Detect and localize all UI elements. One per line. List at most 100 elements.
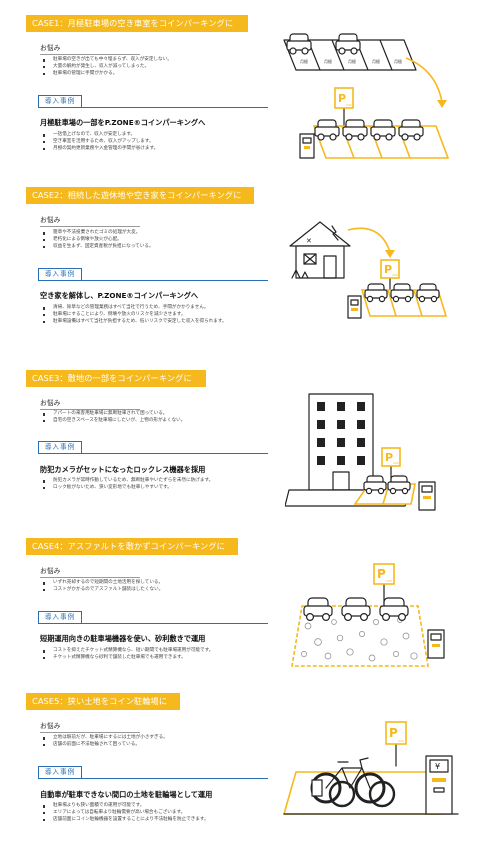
list-item: いずれ売却するので短期間の土地活用を探している。 bbox=[40, 580, 265, 587]
parking-sign-letter: P bbox=[377, 567, 386, 581]
car-icon bbox=[370, 119, 396, 141]
solution-list: 清掃、除草などの管理業務はすべて当社で行うため、手間がかかりません。 駐車場にす… bbox=[40, 305, 265, 326]
payment-machine-icon: ¥ bbox=[425, 755, 453, 815]
list-item: 老朽化による倒壊や放火が心配。 bbox=[40, 237, 265, 244]
list-item: ロック板がないため、狭い変形地でも駐車しやすいです。 bbox=[40, 485, 265, 492]
case-3: CASE3：敷地の一部をコインパーキングに お悩み アパートの来客用駐車場に無断… bbox=[0, 360, 488, 530]
solution-title: 短期運用向きの駐車場機器を使い、砂利敷きで運用 bbox=[40, 634, 206, 643]
house-icon: ✕ bbox=[289, 221, 351, 279]
list-item: 大量の解約が発生し、収入が減ってしまった。 bbox=[40, 64, 265, 71]
list-item: 防犯カメラが常時作動しているため、無断駐車やいたずらを未然に防げます。 bbox=[40, 478, 265, 485]
divider bbox=[82, 280, 268, 281]
solution-title: 防犯カメラがセットになったロックレス機器を採用 bbox=[40, 465, 206, 474]
worry-label: お悩み bbox=[40, 397, 140, 410]
gravel-parking-illustration: P 24h bbox=[291, 563, 445, 667]
arrow-head-icon bbox=[385, 250, 395, 258]
list-item: 店舗前面にコイン駐輪機器を設置することにより不法駐輪を防止できます。 bbox=[40, 817, 265, 824]
divider bbox=[82, 623, 268, 624]
parking-sign-icon: P 24h bbox=[381, 447, 401, 485]
worry-label: お悩み bbox=[40, 720, 140, 733]
space-label: 月極 bbox=[300, 58, 308, 64]
car-icon bbox=[398, 119, 424, 141]
car-icon bbox=[335, 33, 361, 55]
list-item: 空き車室を活用するため、収入がアップします。 bbox=[40, 139, 265, 146]
case-2: CASE2：相続した遊休地や空き家をコインパーキングに お悩み 雑草や不法投棄さ… bbox=[0, 170, 488, 360]
parking-sign-letter: P bbox=[384, 263, 392, 276]
example-label: 導入事例 bbox=[38, 441, 82, 454]
parking-sign-hours: 24h bbox=[386, 579, 392, 583]
list-item: 立地は駅前だが、駐車場にするには土地が小さすぎる。 bbox=[40, 735, 265, 742]
parking-sign-hours: 24h bbox=[392, 273, 398, 277]
list-item: 駐車場の管理に手間がかかる。 bbox=[40, 71, 265, 78]
parking-sign-icon: P 24h bbox=[380, 259, 400, 295]
divider bbox=[82, 778, 268, 779]
solution-list: コストを抑えたチケット式精算機なら、短い期間でも駐車場運用が可能です。 チケット… bbox=[40, 648, 265, 662]
arrow-icon bbox=[405, 57, 443, 103]
parking-sign-icon: P 24h bbox=[385, 721, 407, 767]
car-icon bbox=[364, 283, 388, 303]
yen-symbol: ¥ bbox=[435, 762, 440, 771]
worry-list: 雑草や不法投棄されたゴミの処理が大変。 老朽化による倒壊や放火が心配。 収益を生… bbox=[40, 230, 265, 251]
space-label: 月極 bbox=[394, 58, 402, 64]
arrow-head-icon bbox=[437, 100, 447, 108]
list-item: エリアによっては自転車より駐輪需要が高い場合もございます。 bbox=[40, 810, 265, 817]
example-label: 導入事例 bbox=[38, 268, 82, 281]
parking-sign-hours: 24h bbox=[398, 739, 404, 743]
example-label: 導入事例 bbox=[38, 766, 82, 779]
solution-title: 自動車が駐車できない間口の土地を駐輪場として運用 bbox=[40, 790, 213, 799]
bicycle-icon bbox=[328, 780, 396, 808]
solution-list: 駐車場よりも狭い面積での運用が可能です。 エリアによっては自転車より駐輪需要が高… bbox=[40, 803, 265, 824]
car-icon bbox=[390, 283, 414, 303]
vacant-house-illustration: ✕ P 24h bbox=[289, 221, 448, 319]
case-title: CASE3：敷地の一部をコインパーキングに bbox=[26, 370, 206, 387]
list-item: 雑草や不法投棄されたゴミの処理が大変。 bbox=[40, 230, 265, 237]
case-title: CASE4：アスファルトを敷かずコインパーキングに bbox=[26, 538, 238, 555]
arrow-icon bbox=[347, 227, 391, 253]
car-icon bbox=[363, 475, 387, 495]
payment-machine-icon bbox=[299, 133, 315, 159]
list-item: チケット式精算機なら砂利で舗装した駐車場でも運用できます。 bbox=[40, 655, 265, 662]
car-icon bbox=[303, 597, 333, 621]
list-item: 清掃、除草などの管理業務はすべて当社で行うため、手間がかかりません。 bbox=[40, 305, 265, 312]
bicycle-parking-illustration: P 24h ¥ bbox=[282, 721, 459, 815]
worry-label: お悩み bbox=[40, 214, 140, 227]
svg-text:✕: ✕ bbox=[306, 237, 312, 245]
car-icon bbox=[387, 475, 411, 495]
case-4: CASE4：アスファルトを敷かずコインパーキングに お悩み いずれ売却するので短… bbox=[0, 530, 488, 690]
payment-machine-icon bbox=[418, 481, 436, 511]
parking-sign-letter: P bbox=[389, 726, 398, 740]
solution-list: 一括借上げなので、収入が安定します。 空き車室を活用するため、収入がアップします… bbox=[40, 132, 265, 153]
list-item: 自宅の空きスペースを駐車場にしたいが、上物の形がよくない。 bbox=[40, 418, 265, 425]
worry-label: お悩み bbox=[40, 42, 140, 55]
divider bbox=[82, 107, 268, 108]
example-label: 導入事例 bbox=[38, 95, 82, 108]
car-icon bbox=[314, 119, 340, 141]
list-item: 駐車場よりも狭い面積での運用が可能です。 bbox=[40, 803, 265, 810]
solution-title: 空き家を解体し、P.ZONE®コインパーキングへ bbox=[40, 291, 199, 300]
example-label: 導入事例 bbox=[38, 611, 82, 624]
building-lot-illustration: P 24h bbox=[285, 393, 436, 511]
bicycle-icon bbox=[310, 757, 386, 804]
list-item: 駐車場設備はすべて当社が負担するため、低いリスクで安定した収入を得られます。 bbox=[40, 319, 265, 326]
case-title: CASE1：月極駐車場の空き車室をコインパーキングに bbox=[26, 15, 248, 32]
divider bbox=[82, 453, 268, 454]
car-icon bbox=[286, 33, 312, 55]
solution-title: 月極駐車場の一部をP.ZONE®コインパーキングへ bbox=[40, 118, 206, 127]
payment-machine-icon bbox=[347, 295, 362, 319]
car-icon bbox=[341, 597, 371, 621]
worry-list: 駐車場の空きが出ても中々埋まらず、収入が安定しない。 大量の解約が発生し、収入が… bbox=[40, 57, 265, 78]
monthly-parking-illustration: 月極 月極 月極 月極 月極 P 24h bbox=[283, 33, 450, 159]
case-1: CASE1：月極駐車場の空き車室をコインパーキングに お悩み 駐車場の空きが出て… bbox=[0, 0, 488, 170]
building-icon bbox=[308, 393, 374, 491]
worry-list: アパートの来客用駐車場に無断駐車されて困っている。 自宅の空きスペースを駐車場に… bbox=[40, 411, 265, 425]
case-5: CASE5：狭い土地をコイン駐輪場に お悩み 立地は駅前だが、駐車場にするには土… bbox=[0, 690, 488, 841]
worry-list: 立地は駅前だが、駐車場にするには土地が小さすぎる。 店舗の前面に不法駐輪されて困… bbox=[40, 735, 265, 749]
list-item: 月極の契約更新業務や入金管理の手間が省けます。 bbox=[40, 146, 265, 153]
list-item: アパートの来客用駐車場に無断駐車されて困っている。 bbox=[40, 411, 265, 418]
payment-machine-icon bbox=[427, 629, 445, 659]
space-label: 月極 bbox=[348, 58, 356, 64]
parking-sign-hours: 24h bbox=[393, 461, 399, 465]
case-title: CASE5：狭い土地をコイン駐輪場に bbox=[26, 693, 180, 710]
list-item: 駐車場の空きが出ても中々埋まらず、収入が安定しない。 bbox=[40, 57, 265, 64]
parking-sign-letter: P bbox=[338, 92, 346, 105]
